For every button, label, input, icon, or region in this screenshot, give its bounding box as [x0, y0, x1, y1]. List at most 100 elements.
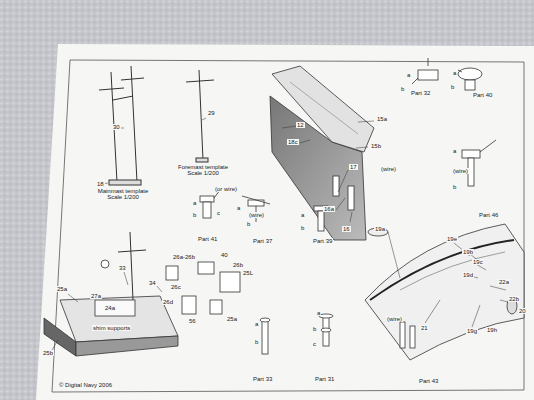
- part-label: Part 43: [418, 378, 439, 384]
- callout-number: b: [300, 225, 305, 231]
- callout-number: b: [254, 339, 259, 345]
- small-parts: [200, 58, 496, 354]
- part-label: Part 39: [312, 238, 333, 244]
- part-label: Part 32: [410, 90, 431, 96]
- drawing-stroke: [109, 180, 141, 185]
- callout-number: b: [312, 326, 317, 332]
- drawing-stroke: [500, 300, 508, 302]
- callout-number: 15b: [370, 143, 382, 149]
- drawing-stroke: [472, 305, 480, 327]
- callout-number: 18: [96, 181, 105, 187]
- callout-number: (wire): [380, 166, 397, 172]
- callout-number: b: [192, 212, 197, 218]
- callout-number: 19h: [486, 327, 498, 333]
- callout-number: 19g: [466, 328, 478, 334]
- drawing-stroke: [203, 202, 211, 218]
- part-label: Part 31: [314, 376, 335, 382]
- drawing-stroke: [76, 336, 178, 356]
- callout-number: 25b: [42, 350, 54, 356]
- callout-number: (or wire): [214, 186, 238, 192]
- callout-number: 26d: [162, 299, 174, 305]
- drawing-stroke: [199, 70, 203, 160]
- drawing-stroke: [336, 198, 345, 210]
- callout-number: 26c: [170, 284, 182, 290]
- callout-number: 25L: [242, 270, 254, 276]
- drawing-stroke: [52, 340, 58, 350]
- callout-number: 29: [207, 110, 216, 116]
- drawing-stroke: [412, 78, 418, 84]
- drawing-stroke: [182, 296, 196, 314]
- drawing-stroke: [118, 250, 146, 252]
- callout-number: 12: [296, 122, 305, 128]
- drawing-stroke: [490, 286, 506, 290]
- drawing-stroke: [465, 80, 475, 90]
- drawing-stroke: [458, 68, 482, 80]
- callout-number: 16: [342, 226, 351, 232]
- callout-number: 30: [112, 124, 121, 130]
- callout-number: 25a: [226, 316, 238, 322]
- callout-number: 22b: [508, 296, 520, 302]
- callout-number: 19b: [462, 249, 474, 255]
- drawing-stroke: [242, 196, 270, 204]
- callout-number: 40: [220, 252, 229, 258]
- drawing-stroke: [121, 78, 144, 80]
- callout-number: a: [236, 205, 241, 211]
- callout-number: b: [400, 86, 405, 92]
- callout-number: a: [406, 72, 411, 78]
- callout-number: 56: [188, 318, 197, 324]
- part-label: Part 37: [252, 238, 273, 244]
- drawing-stroke: [300, 140, 310, 143]
- drawing-stroke: [131, 66, 137, 182]
- page-border: [52, 60, 524, 392]
- drawing-stroke: [95, 300, 135, 316]
- drawing-stroke: [388, 232, 400, 278]
- callout-number: 21: [420, 325, 429, 331]
- callout-number: b: [452, 184, 457, 190]
- drawing-stroke: [99, 88, 124, 90]
- drawing-stroke: [210, 300, 222, 314]
- drawing-stroke: [290, 82, 358, 134]
- drawing-stroke: [200, 196, 214, 202]
- drawing-stroke: [348, 186, 354, 210]
- drawing-stroke: [338, 170, 348, 192]
- drawing-stroke: [113, 96, 133, 100]
- drawing-stroke: [480, 140, 496, 152]
- drawing-stroke: [186, 80, 214, 82]
- callout-number: 26a-26b: [172, 254, 196, 260]
- part-label: Part 41: [197, 236, 218, 242]
- callout-number: 15a: [376, 116, 388, 122]
- drawing-stroke: [458, 70, 462, 72]
- callout-number: 18c: [287, 139, 299, 145]
- callout-number: 19a: [374, 226, 386, 232]
- paper-sheet: [36, 44, 534, 400]
- callout-number: (wire): [248, 212, 265, 218]
- callout-number: Foremast template Scale 1/200: [172, 164, 234, 177]
- drawing-stroke: [198, 262, 214, 274]
- part-43-deck: [365, 224, 524, 360]
- callout-number: a: [452, 70, 457, 76]
- drawing-stroke: [358, 121, 374, 122]
- drawing-stroke: [462, 150, 480, 158]
- drawing-stroke: [428, 58, 429, 66]
- callout-number: 33: [118, 265, 127, 271]
- callout-number: b: [450, 84, 455, 90]
- callout-number: 17: [349, 164, 358, 170]
- mainmast: [99, 66, 144, 185]
- drawing-stroke: [68, 294, 78, 302]
- drawing-stroke: [321, 328, 331, 332]
- callout-number: 19e: [446, 236, 458, 242]
- callout-number: 24a: [104, 305, 116, 311]
- drawing-stroke: [262, 320, 268, 354]
- callout-number: 20: [518, 308, 527, 314]
- drawing-stroke: [156, 285, 162, 292]
- drawing-stroke: [282, 126, 296, 128]
- drawing-stroke: [202, 118, 206, 120]
- callout-number: (wire): [386, 316, 403, 322]
- drawing-stroke: [272, 66, 374, 152]
- drawing-stroke: [425, 300, 440, 323]
- drawing-stroke: [318, 211, 324, 231]
- callout-number: 19c: [472, 259, 484, 265]
